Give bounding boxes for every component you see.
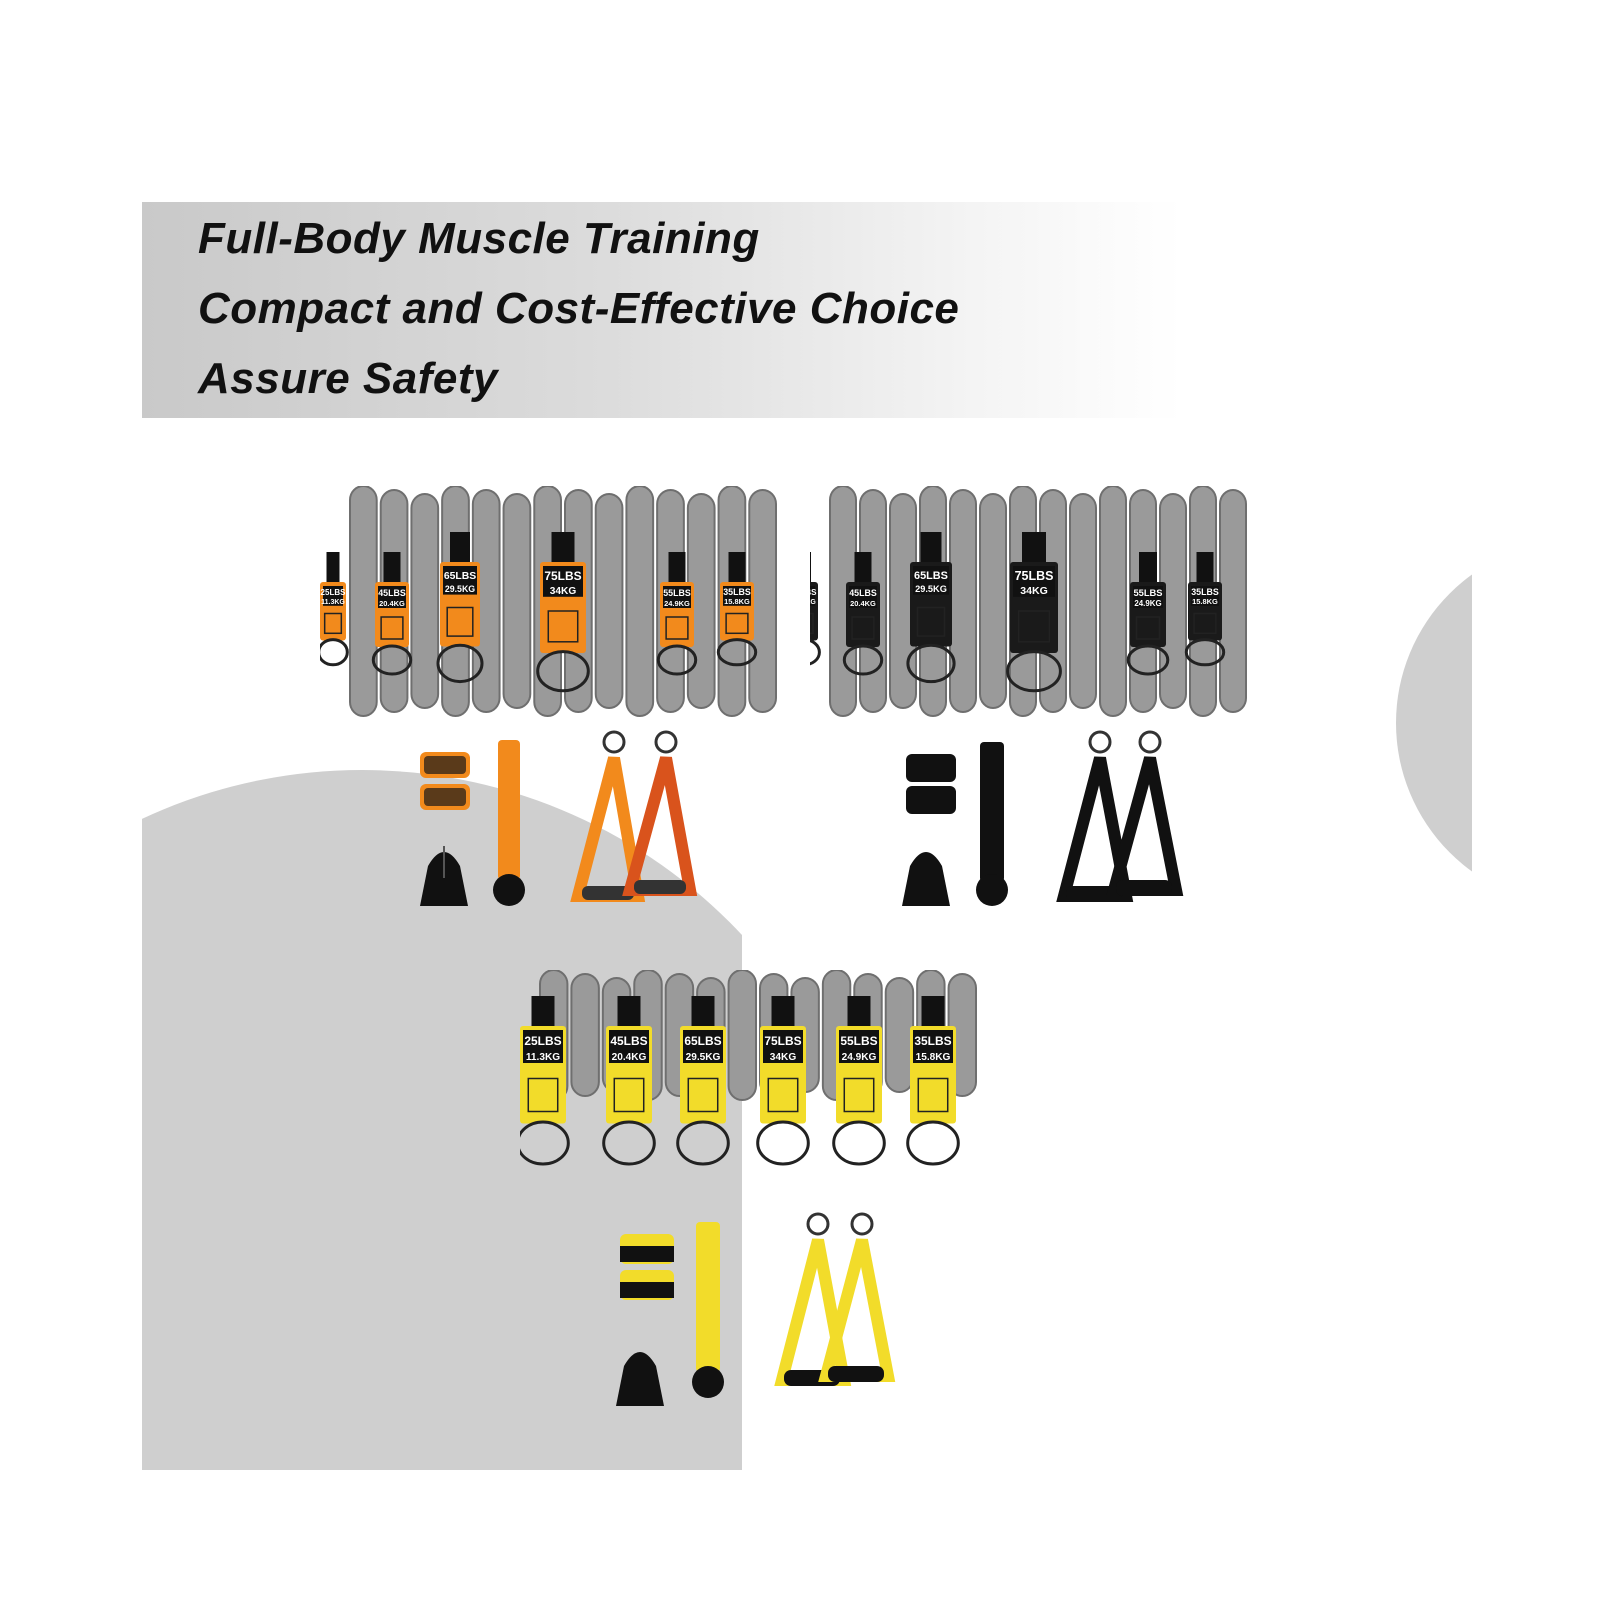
tube-coil bbox=[570, 973, 600, 1097]
band-weight-kg: 20.4KG bbox=[850, 599, 876, 608]
tube-coil bbox=[410, 493, 440, 709]
band-tag: 35LBS 15.8KG bbox=[906, 996, 960, 1166]
band-weight-lbs: 25LBS bbox=[810, 588, 817, 597]
band-tag: 65LBS 29.5KG bbox=[436, 532, 484, 684]
band-weight-lbs: 25LBS bbox=[524, 1034, 561, 1048]
ankle-straps-icon bbox=[420, 752, 470, 810]
tube-coil bbox=[1219, 489, 1247, 713]
band-weight-kg: 29.5KG bbox=[686, 1052, 721, 1063]
door-anchor-icon bbox=[692, 1222, 724, 1398]
tube-coils bbox=[349, 485, 777, 717]
band-weight-kg: 34KG bbox=[550, 586, 577, 597]
band-weight-lbs: 45LBS bbox=[378, 588, 406, 598]
tube-coil bbox=[979, 493, 1007, 709]
band-weight-kg: 24.9KG bbox=[1134, 599, 1161, 608]
band-weight-kg: 20.4KG bbox=[379, 599, 405, 608]
band-weight-lbs: 75LBS bbox=[764, 1034, 801, 1048]
yellow-band-set-image: 25LBS 11.3KG 45LBS 20.4KG 65LBS 29.5KG 75LBS 34… bbox=[516, 969, 978, 1406]
band-weight-lbs: 65LBS bbox=[684, 1034, 721, 1048]
band-tag: 75LBS 34KG bbox=[756, 996, 810, 1166]
tube-coil bbox=[949, 489, 977, 713]
tube-coil bbox=[727, 969, 757, 1101]
handles-icon bbox=[1056, 730, 1184, 902]
band-weight-lbs: 25LBS bbox=[321, 588, 347, 597]
yellow-band-set: 25LBS 11.3KG 45LBS 20.4KG 65LBS 29.5KG 75LBS 34… bbox=[516, 969, 1010, 1430]
band-weight-lbs: 75LBS bbox=[544, 569, 581, 583]
band-weight-kg: 15.8KG bbox=[916, 1052, 951, 1063]
tube-coil bbox=[1069, 493, 1097, 709]
background-circle-right bbox=[1396, 540, 1472, 906]
handles-icon bbox=[774, 1212, 896, 1386]
band-weight-lbs: 55LBS bbox=[1133, 588, 1162, 598]
carry-bag-icon bbox=[902, 852, 950, 906]
headline-line-3: Assure Safety bbox=[198, 354, 498, 403]
tube-coil bbox=[884, 977, 915, 1093]
band-tag: 25LBS 11.3KG bbox=[516, 996, 570, 1166]
band-weight-kg: 34KG bbox=[1020, 585, 1048, 597]
band-tag: 75LBS 34KG bbox=[536, 532, 590, 693]
band-weight-kg: 24.9KG bbox=[842, 1052, 877, 1063]
band-weight-kg: 11.3KG bbox=[321, 599, 345, 606]
band-weight-kg: 11.3KG bbox=[526, 1052, 560, 1063]
band-weight-lbs: 55LBS bbox=[663, 588, 691, 598]
band-weight-lbs: 65LBS bbox=[914, 570, 948, 582]
door-anchor-icon bbox=[493, 740, 525, 906]
tube-coil bbox=[1099, 485, 1127, 717]
band-weight-kg: 24.9KG bbox=[664, 599, 690, 608]
ankle-straps-icon bbox=[620, 1234, 674, 1300]
carry-bag-icon bbox=[616, 1352, 664, 1406]
band-tag: 25LBS 11.3KG bbox=[787, 552, 821, 667]
band-weight-kg: 15.8KG bbox=[1192, 597, 1218, 606]
carry-bag-icon bbox=[420, 846, 468, 906]
band-weight-kg: 20.4KG bbox=[612, 1052, 647, 1063]
band-weight-kg: 29.5KG bbox=[445, 584, 475, 594]
headline-line-2: Compact and Cost-Effective Choice bbox=[198, 284, 960, 333]
tube-coil bbox=[625, 485, 655, 717]
tube-coil bbox=[349, 485, 378, 717]
band-weight-lbs: 75LBS bbox=[1015, 569, 1054, 583]
band-tag: 45LBS 20.4KG bbox=[602, 996, 656, 1166]
band-tag: 75LBS 34KG bbox=[1006, 532, 1062, 693]
headline-line-1: Full-Body Muscle Training bbox=[198, 214, 760, 263]
tube-coil bbox=[594, 493, 624, 709]
band-weight-lbs: 45LBS bbox=[610, 1034, 647, 1048]
band-tags: 25LBS 11.3KG 45LBS 20.4KG 65LBS 29.5KG 75LBS 34… bbox=[516, 996, 960, 1166]
band-weight-lbs: 65LBS bbox=[444, 571, 476, 582]
handles-icon bbox=[570, 730, 698, 902]
tube-coil bbox=[502, 493, 532, 709]
band-weight-kg: 15.8KG bbox=[724, 597, 750, 606]
band-weight-kg: 11.3KG bbox=[810, 599, 816, 606]
band-tag: 65LBS 29.5KG bbox=[676, 996, 730, 1166]
headline-banner bbox=[142, 202, 1182, 418]
band-weight-lbs: 45LBS bbox=[849, 588, 877, 598]
band-weight-lbs: 35LBS bbox=[914, 1034, 951, 1048]
band-tag: 25LBS 11.3KG bbox=[317, 552, 349, 667]
band-tag: 55LBS 24.9KG bbox=[832, 996, 886, 1166]
band-weight-kg: 29.5KG bbox=[915, 584, 947, 594]
door-anchor-icon bbox=[976, 742, 1008, 906]
band-weight-kg: 34KG bbox=[770, 1052, 797, 1063]
band-weight-lbs: 35LBS bbox=[723, 587, 751, 597]
ankle-straps-icon bbox=[906, 754, 956, 814]
band-weight-lbs: 55LBS bbox=[840, 1034, 877, 1048]
band-weight-lbs: 35LBS bbox=[1191, 587, 1219, 597]
band-tag: 65LBS 29.5KG bbox=[906, 532, 956, 684]
